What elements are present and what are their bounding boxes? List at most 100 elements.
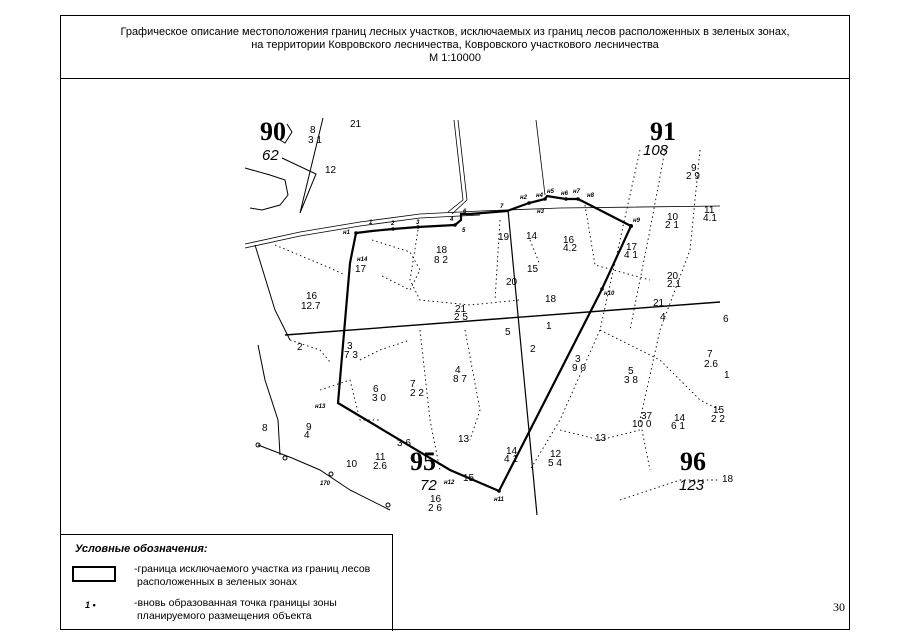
point-label: н8 [587,193,595,199]
forest-plot-label: 21 [350,119,362,130]
legend-boundary-text: -граница исключаемого участка из границ … [134,563,370,589]
forest-plot-label: 12 [325,165,337,176]
forest-plot-label: 6 1 [671,421,685,432]
forest-plot-label: 2 2 [711,414,725,425]
forest-plot-label: 4 [455,365,461,376]
forest-plot-label: 15 [527,264,539,275]
forest-plot-label: 12.7 [301,301,321,312]
legend-title: Условные обозначения: [75,543,208,555]
point-label: 4 [449,217,454,223]
point-label: н12 [444,480,455,486]
point-label: н9 [633,218,641,224]
forest-plot-label: 8 7 [453,374,467,385]
forest-plot-label: 2 [530,344,536,355]
forest-plot-label: 6 [373,384,379,395]
legend-boundary-line-1: -граница исключаемого участка из границ … [134,563,371,575]
forest-plot-label: 4 [304,430,310,441]
forest-plot-label: 21 [653,298,665,309]
forest-plot-label: 21 [455,304,467,315]
legend-point-line-1: -вновь образованная точка границы зоны [134,597,337,609]
forest-plot-label: 3 1 [308,135,322,146]
forest-plot-label: 8 [310,125,316,136]
forest-plot-label: 13 [458,434,470,445]
point-label: 3 [416,220,420,226]
forest-plot-label: 16 [430,494,442,505]
point-label: н10 [604,291,615,297]
point-label: 6 [463,209,467,215]
forest-plot-label: 2 9 [686,171,700,182]
forest-plot-label: 4 [660,312,666,323]
forest-plot-label: 16 [306,291,318,302]
forest-plot-label: 20 [506,277,518,288]
point-label: 1 [369,220,373,226]
quarter-number: 95 [410,447,436,476]
forest-plot-label: 2 1 [665,220,679,231]
legend-point-line-2: планируемого размещения объекта [137,610,312,622]
point-label: н6 [561,191,569,197]
forest-plot-label: 2 2 [410,388,424,399]
forest-plot-label: 3 8 [624,375,638,386]
quarter-area: 108 [643,142,669,159]
forest-plot-label: 3 [575,354,581,365]
forest-plot-label: 4.2 [563,243,577,254]
point-label: н1 [343,230,351,236]
point-label: н13 [315,404,326,410]
legend-boundary-line-2: расположенных в зеленых зонах [137,576,297,588]
forest-plot-label: 10 [667,212,679,223]
forest-plot-label: 19 [498,232,510,243]
point-label: 2 [390,221,395,227]
point-label: 5 [462,228,466,234]
title-line-2: на территории Ковровского лесничества, К… [251,39,659,51]
forest-plot-label: 7 [410,379,416,390]
forest-plot-label: 18 [436,245,448,256]
forest-plot-label: 4 1 [624,250,638,261]
forest-plot-label: 2.1 [667,279,681,290]
forest-plot-label: 9 [691,163,697,174]
forest-plot-label: 13 [595,433,607,444]
forest-plot-label: 37 [641,411,653,422]
document-frame: Графическое описание местоположения гран… [60,15,850,631]
quarter-area: 62 [262,147,279,164]
forest-plot-label: 2 5 [454,312,468,323]
forest-plot-label: 15 [463,473,475,484]
forest-plot-label: 14 [526,231,538,242]
forest-plot-label: 8 [262,423,268,434]
forest-plot-label: 1 [724,370,730,381]
forest-plot-label: 7 3 [344,350,358,361]
point-label: 170 [320,481,331,487]
scale-label: М 1:10000 [429,52,481,64]
boundary-symbol-icon [72,566,116,582]
map-linework [244,117,721,516]
forest-plot-label: 20 [667,271,679,282]
forest-plot-label: 7 [707,349,713,360]
quarter-number: 91 [650,117,676,146]
point-symbol-icon: 1 • [85,600,96,610]
forest-plot-label: 2 6 [428,503,442,514]
forest-plot-label: 8 2 [434,255,448,266]
forest-plot-label: 10 0 [632,419,652,430]
legend: Условные обозначения: -граница исключаем… [61,534,393,631]
forest-plot-label: 3 6 [397,438,411,449]
forest-plot-label: 3 0 [372,393,386,404]
point-label: н5 [547,189,555,195]
page-number: 30 [833,600,845,614]
forest-plot-label: 11 [704,205,715,216]
forest-plot-label: 14 [674,413,686,424]
forest-plot-label: 9 [306,422,312,433]
forest-plot-label: 3 [347,341,353,352]
document-header: Графическое описание местоположения гран… [61,16,849,79]
forest-plot-label: 9 0 [572,363,586,374]
point-label: н14 [357,257,368,263]
forest-plot-label: 1 [546,321,552,332]
forest-plot-label: 18 [545,294,557,305]
forest-plot-label: 18 [722,474,734,485]
forest-plot-label: 15 [713,405,725,416]
forest-plot-label: 10 [346,459,358,470]
forest-plot-label: 5 [628,366,634,377]
quarter-area: 72 [420,477,437,494]
forest-plot-label: 16 [563,235,575,246]
point-label: н3 [537,209,545,215]
quarter-area: 123 [679,477,705,494]
forest-plot-label: 2 [297,342,303,353]
